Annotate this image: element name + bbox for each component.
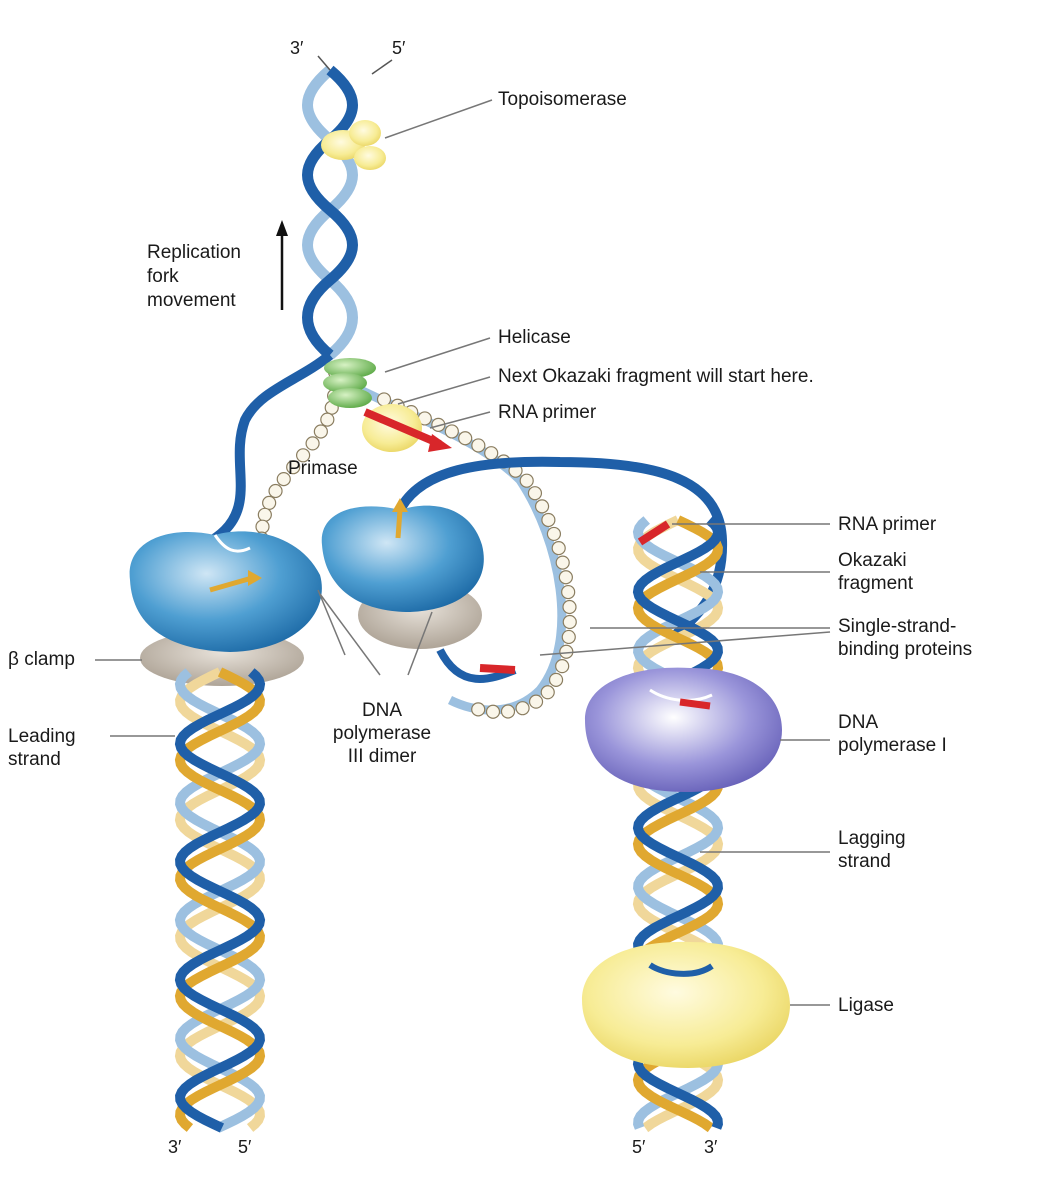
ssb-bead [471,438,486,453]
topoisomerase-protein [321,99,493,170]
dna-polymerase-1 [585,667,782,792]
label-helicase: Helicase [498,327,571,348]
label-dna-pol1-1: DNA [838,712,879,733]
ssb-bead [286,460,301,475]
end-top-left: 3′ [290,38,304,58]
ssb-bead [515,701,530,716]
label-dna-pol1-2: polymerase I [838,735,947,756]
label-dna-pol3-1: DNA [361,700,403,721]
ssb-bead [257,507,272,522]
label-leading-1: Leading [8,726,76,747]
ssb-bead [431,417,446,432]
label-rna-primer-right: RNA primer [838,514,937,535]
label-replication-fork-2: fork [147,266,179,287]
ssb-bead [485,704,501,719]
label-ssb-1: Single-strand- [838,616,957,637]
label-topoisomerase: Topoisomerase [498,89,627,110]
label-lagging-2: strand [838,851,891,872]
end-bottom-left-2: 5′ [238,1137,252,1157]
ssb-bead [313,424,328,439]
label-lagging-1: Lagging [838,828,906,849]
leader-lines [95,523,831,1006]
ssb-bead [561,629,576,645]
label-leading-2: strand [8,749,61,770]
label-replication-fork-1: Replication [147,242,241,263]
ssb-bead [296,448,311,463]
ssb-bead [276,472,291,487]
label-ssb-2: binding proteins [838,639,973,660]
label-beta-clamp: β clamp [8,649,75,670]
label-replication-fork-3: movement [147,290,236,311]
label-okazaki-1: Okazaki [838,550,907,571]
ssb-bead [534,499,550,514]
ssb-bead [540,685,555,700]
end-bottom-right-1: 5′ [632,1137,646,1157]
left-daughter-helix [174,667,266,1133]
ssb-bead [548,672,564,687]
label-dna-pol3-3: III dimer [347,746,417,767]
ssb-bead [484,446,499,461]
ssb-bead [527,486,543,501]
ssb-bead [562,599,577,615]
ssb-bead [458,431,473,446]
ssb-bead [561,584,576,600]
ssb-bead [519,473,534,488]
ssb-bead [471,702,486,717]
end-bottom-left-1: 3′ [168,1137,182,1157]
ssb-bead [500,704,516,719]
end-top-right: 5′ [392,38,406,58]
ssb-bead [268,483,283,499]
ssb-bead [551,541,566,556]
label-okazaki-2: fragment [838,573,913,594]
end-bottom-right-2: 3′ [704,1137,718,1157]
ssb-bead [555,659,570,674]
fork-movement-arrow [276,220,288,310]
helicase-protein [323,337,491,408]
ssb-bead [528,694,544,709]
label-dna-pol3-2: polymerase [332,723,432,744]
ssb-bead [558,570,573,585]
label-primase: Primase [288,458,358,479]
ssb-bead [376,392,392,407]
label-ligase: Ligase [838,995,894,1016]
ssb-bead [262,495,277,510]
ssb-bead [255,519,270,534]
ssb-bead [444,424,459,439]
ligase-protein [582,941,790,1068]
label-next-okazaki: Next Okazaki fragment will start here. [498,366,814,387]
ssb-bead [559,644,574,659]
ssb-bead [555,555,570,570]
label-rna-primer-top: RNA primer [498,402,597,423]
ssb-bead [320,412,335,427]
okazaki-middle [436,648,517,683]
ssb-bead [305,436,320,451]
ssb-bead [541,512,556,528]
ssb-bead [546,526,562,542]
ssb-bead [562,614,577,630]
rna-primer-top [363,376,491,452]
parental-helix [302,55,393,360]
dna-pol3-middle [321,498,484,649]
dna-pol3-left [129,531,322,686]
